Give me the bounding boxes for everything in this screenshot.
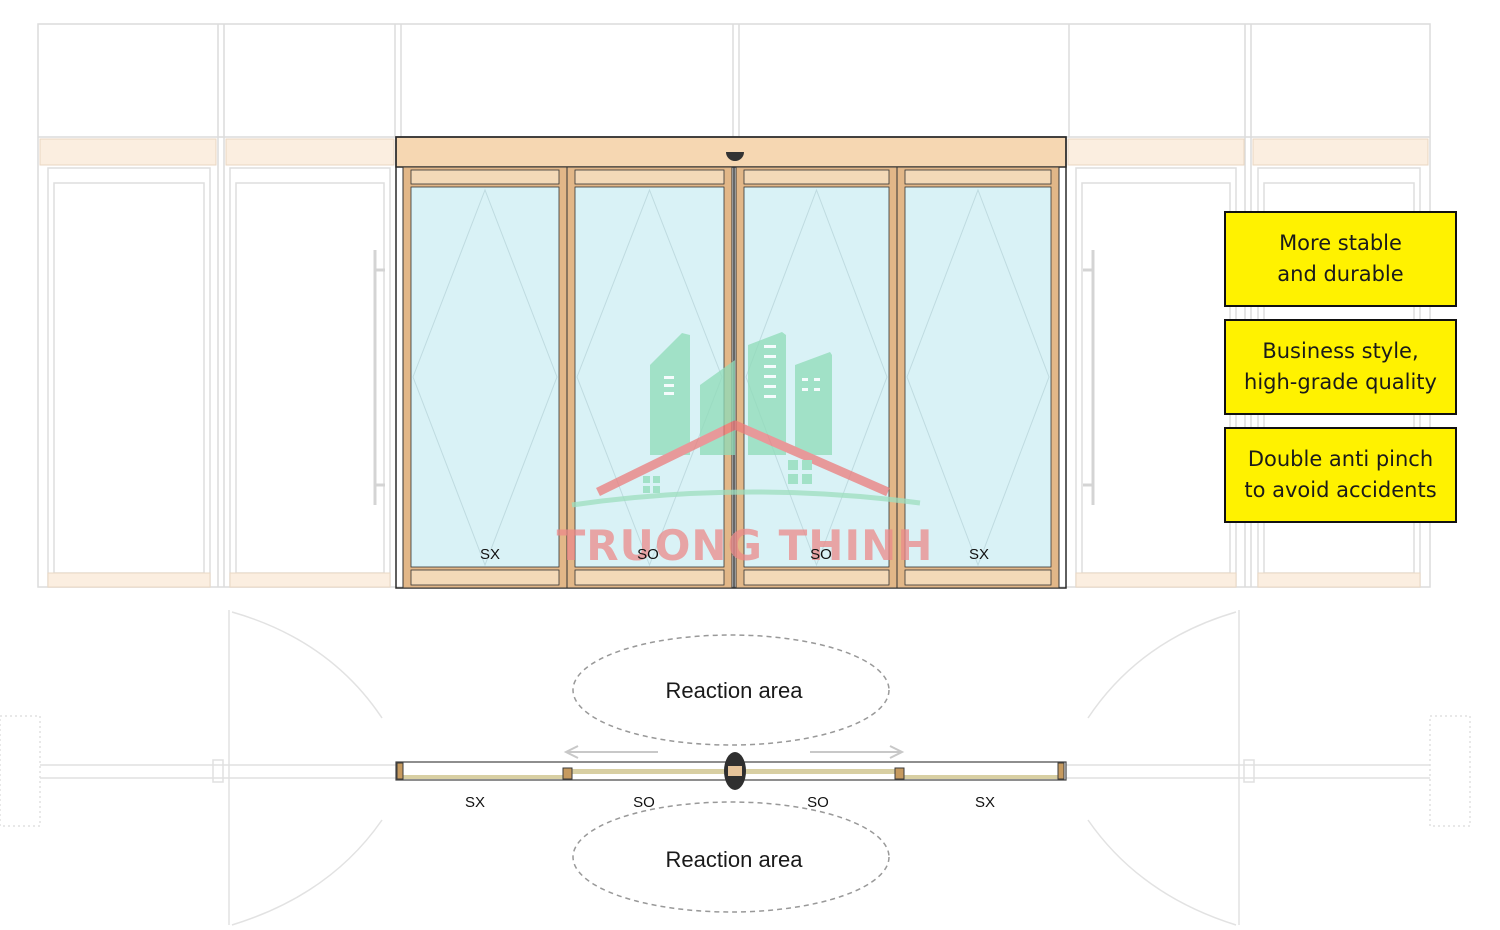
- panel-right-fixed: [896, 166, 1060, 589]
- plan-track: [395, 752, 1067, 790]
- watermark-text: TRUONG THINH: [557, 521, 934, 570]
- door-pull-handles: [373, 250, 1095, 505]
- elevation-panel-label: SO: [637, 546, 659, 563]
- feature-list: More stable and durable Business style, …: [1224, 211, 1457, 535]
- reaction-area-top-label: Reaction area: [666, 678, 804, 703]
- plan-panel-labels: SX SO SO SX: [465, 794, 995, 811]
- feature-line: More stable: [1279, 231, 1402, 255]
- feature-line: Business style,: [1262, 339, 1419, 363]
- feature-line: high-grade quality: [1244, 370, 1437, 394]
- side-door-bottom-rails: [47, 572, 1421, 588]
- sliding-door-unit: [395, 136, 1067, 589]
- opening-direction-arrows: [563, 745, 905, 759]
- reaction-area-bottom-zone: [572, 801, 890, 913]
- plan-panel-label: SX: [465, 794, 485, 811]
- elevation-panel-label: SX: [969, 546, 989, 563]
- plan-panel-label: SX: [975, 794, 995, 811]
- feature-anti-pinch: Double anti pinch to avoid accidents: [1224, 427, 1457, 523]
- plan-swing-arcs: [228, 610, 1240, 926]
- sliding-panels: [402, 166, 1060, 589]
- side-transom-bands: [39, 138, 1429, 166]
- feature-line: Double anti pinch: [1247, 447, 1434, 471]
- motion-sensor-icon: [726, 152, 744, 161]
- building-house-logo-icon: [571, 332, 921, 508]
- elevation-panel-label: SO: [810, 546, 832, 563]
- elevation-panel-label: SX: [480, 546, 500, 563]
- feature-business-style: Business style, high-grade quality: [1224, 319, 1457, 415]
- plan-view: Reaction area Reaction area SX SO SO SX: [0, 610, 1471, 926]
- feature-line: and durable: [1277, 262, 1404, 286]
- feature-stable-durable: More stable and durable: [1224, 211, 1457, 307]
- reaction-area-bottom-label: Reaction area: [666, 847, 804, 872]
- plan-panel-label: SO: [633, 794, 655, 811]
- reaction-area-top-zone: [572, 634, 890, 746]
- elevation-panel-labels: SX SO SO SX: [480, 546, 989, 563]
- plan-side-walls: [0, 715, 1471, 827]
- feature-line: to avoid accidents: [1244, 478, 1437, 502]
- plan-panel-label: SO: [807, 794, 829, 811]
- panel-left-sliding: [566, 166, 733, 589]
- watermark-logo: TRUONG THINH: [557, 332, 934, 570]
- panel-left-fixed: [402, 166, 568, 589]
